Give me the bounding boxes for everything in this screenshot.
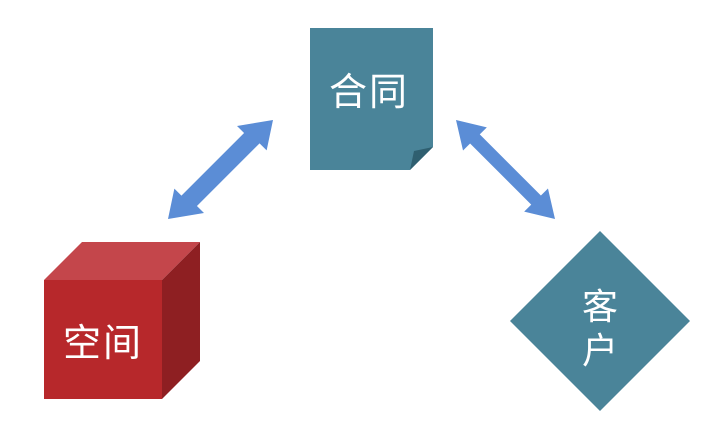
contract-document-shape — [310, 28, 433, 170]
customer-diamond-shape — [510, 231, 690, 411]
space-cube-side — [162, 242, 200, 399]
space-cube-front — [44, 280, 162, 399]
contract-fold-corner — [410, 147, 433, 170]
contract-node — [310, 28, 433, 170]
contract-customer-arrow — [456, 120, 555, 219]
customer-label: 客户 — [582, 287, 619, 372]
customer-node — [510, 231, 690, 411]
contract-label: 合同 — [328, 70, 409, 114]
space-contract-arrow — [168, 120, 273, 219]
space-node — [44, 242, 200, 399]
space-label: 空间 — [62, 321, 143, 365]
space-cube-top — [44, 242, 200, 280]
